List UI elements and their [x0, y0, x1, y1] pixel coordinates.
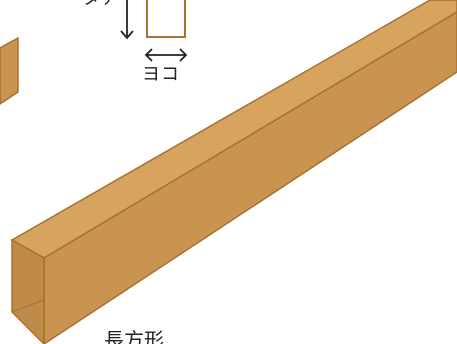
arrow-left-right-icon [144, 48, 188, 62]
width-label: ヨコ [142, 64, 180, 85]
cross-section-rectangle [146, 0, 186, 38]
beam-front-face [43, 11, 457, 344]
arrow-down-icon [120, 0, 134, 40]
beam-end-face [11, 238, 45, 344]
height-label: タテ [82, 0, 118, 8]
long-beam [10, 0, 457, 344]
left-partial-beam [0, 36, 19, 105]
shape-label: 長方形 [104, 328, 164, 344]
